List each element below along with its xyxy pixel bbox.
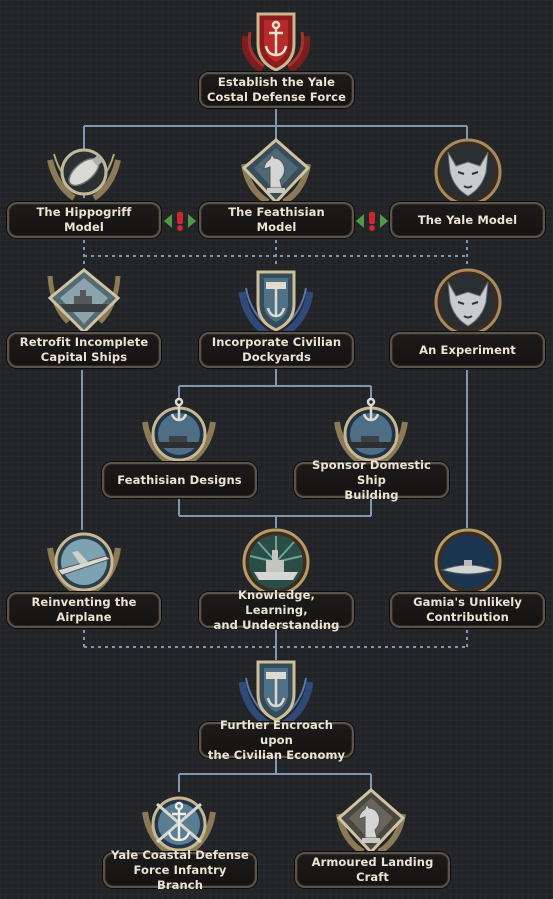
focus-label[interactable]: An Experiment bbox=[390, 332, 545, 368]
anchor-ship-icon[interactable] bbox=[139, 396, 219, 468]
anchor-ship-icon[interactable] bbox=[331, 396, 411, 468]
focus-label[interactable]: The Feathisian Model bbox=[199, 202, 354, 238]
wolf-head-icon[interactable] bbox=[428, 136, 508, 208]
anchor-shield-icon[interactable] bbox=[236, 6, 316, 78]
focus-label[interactable]: The Hippogriff Model bbox=[7, 202, 161, 238]
submarine-icon[interactable] bbox=[428, 526, 508, 598]
airplane-icon[interactable] bbox=[44, 526, 124, 598]
ship-sun-icon[interactable] bbox=[236, 526, 316, 598]
bomb-wings-icon[interactable] bbox=[44, 136, 124, 208]
focus-label[interactable]: Armoured Landing Craft bbox=[295, 852, 450, 888]
chess-knight-icon[interactable] bbox=[236, 136, 316, 208]
mutually-exclusive-icon bbox=[354, 209, 390, 233]
focus-label[interactable]: Knowledge, Learning,and Understanding bbox=[199, 588, 354, 632]
focus-label[interactable]: Feathisian Designs bbox=[102, 462, 257, 498]
crossed-rifles-anchor-icon[interactable] bbox=[139, 786, 219, 858]
battleship-icon[interactable] bbox=[44, 266, 124, 338]
focus-label[interactable]: The Yale Model bbox=[390, 202, 545, 238]
hammer-anchor-icon[interactable] bbox=[236, 266, 316, 338]
wolf-head-icon[interactable] bbox=[428, 266, 508, 338]
mutually-exclusive-icon bbox=[162, 209, 198, 233]
hammer-anchor-icon[interactable] bbox=[236, 656, 316, 728]
chess-knight-icon[interactable] bbox=[331, 786, 411, 858]
